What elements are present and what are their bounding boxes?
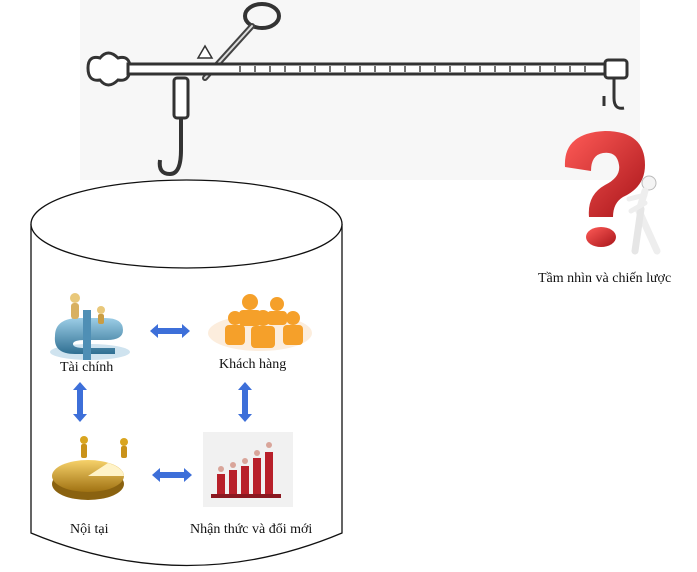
internal-label: Nội tại [70,522,109,537]
arrow-customer-learning [238,382,252,422]
people-group-icon [208,294,312,351]
finance-label: Tài chính [60,360,114,375]
arrow-finance-customer [150,324,190,338]
dollar-sign-people-icon [50,293,130,360]
question-mark-figure-icon [564,131,661,255]
vision-strategy-label: Tầm nhìn và chiến lược [538,271,672,286]
arrow-finance-internal [73,382,87,422]
balance-scale-illustration [80,0,640,180]
bar-chart-people-icon [203,432,293,507]
learning-growth-label: Nhận thức và đổi mới [190,522,313,537]
customer-label: Khách hàng [219,357,287,372]
arrow-internal-learning [152,468,192,482]
pie-chart-people-icon [52,436,128,500]
